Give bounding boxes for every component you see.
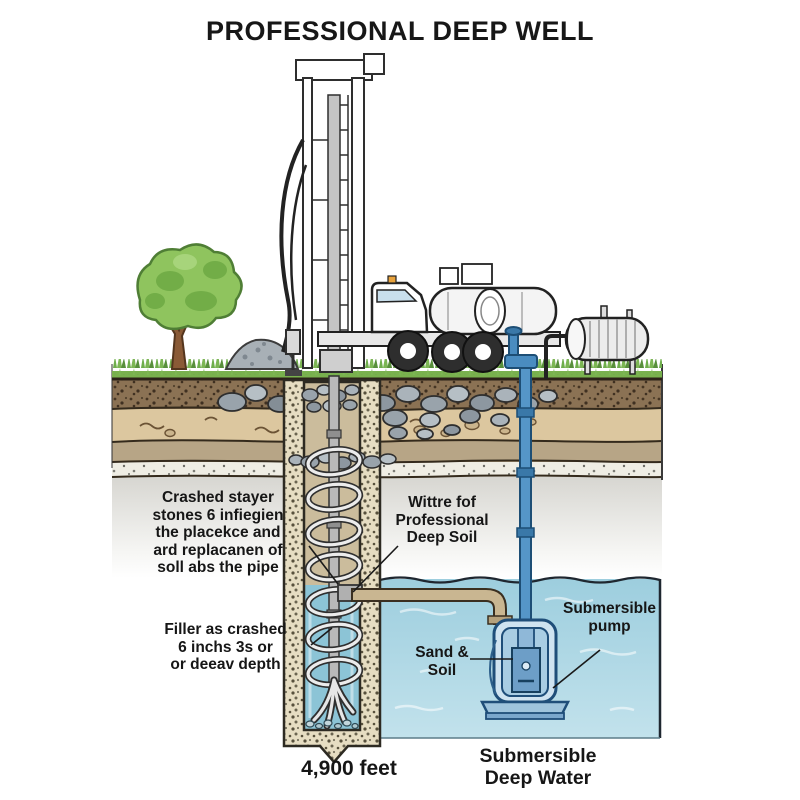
drill-bit xyxy=(310,676,357,730)
drill-rod xyxy=(328,375,340,691)
deep-water-label: Submersible Deep Water xyxy=(479,745,597,790)
pressure-tank xyxy=(544,305,650,379)
ground-surface xyxy=(112,359,662,381)
pump-label: Submersible pump xyxy=(562,600,657,635)
wellhead xyxy=(504,326,538,369)
submersible-pump xyxy=(479,618,571,720)
diagram-title: PROFESSIONAL DEEP WELL xyxy=(205,16,595,46)
sand-soil-label: Sand & Soil xyxy=(415,644,469,679)
leader-lines xyxy=(308,545,601,689)
tree xyxy=(136,243,243,370)
drill-mast xyxy=(295,53,385,373)
water-annotation: Wittre fof Professional Deep Soil xyxy=(395,494,489,546)
truck-wheels xyxy=(387,330,504,373)
gravel-pack-annotation: Crashed stayer stones 6 infiegien the pl… xyxy=(152,489,284,576)
filler-annotation: Filler as crashed 6 inchs 3s or or deeav… xyxy=(164,621,287,673)
borehole xyxy=(282,375,397,764)
depth-label: 4,900 feet xyxy=(301,757,397,780)
drilling-rig-truck xyxy=(279,53,561,376)
